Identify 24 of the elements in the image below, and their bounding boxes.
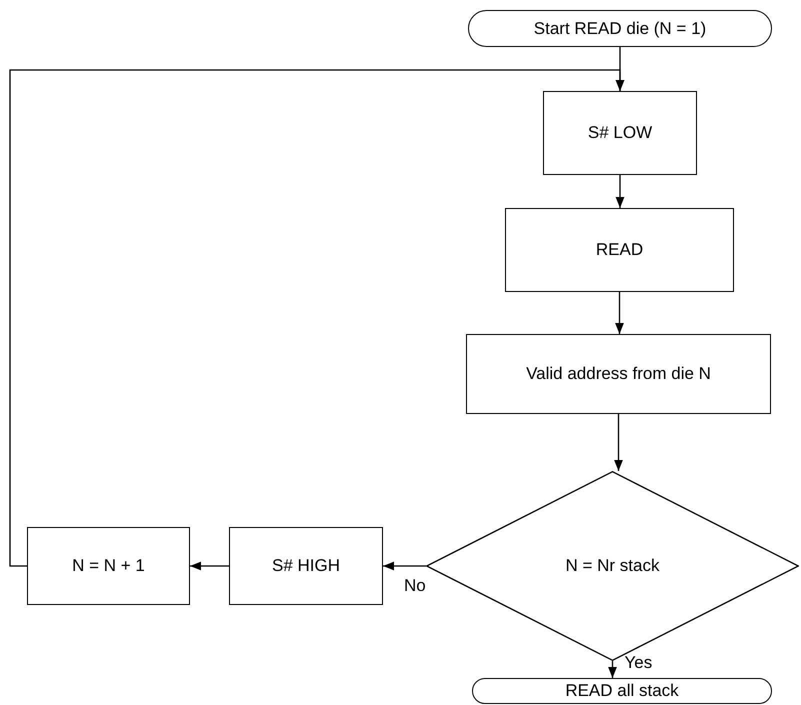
node-text: S# HIGH (272, 556, 340, 576)
process-box (505, 208, 734, 292)
terminal-capsule (468, 10, 772, 47)
node-text: N = Nr stack (566, 556, 660, 576)
arrow (615, 292, 624, 334)
process-box (27, 527, 190, 605)
process-box (466, 334, 771, 414)
node-text: Valid address from die N (526, 364, 711, 384)
arrow (616, 175, 624, 208)
edge-label: Yes (624, 653, 652, 673)
node-text: S# LOW (588, 123, 652, 143)
process-box (543, 91, 697, 175)
arrow (383, 562, 426, 570)
node-text: READ (596, 240, 644, 260)
process-box (229, 527, 383, 605)
node-text: N = N + 1 (72, 556, 145, 576)
node-text: READ all stack (565, 681, 679, 701)
terminal-capsule (472, 678, 772, 704)
arrow (9, 69, 624, 567)
arrow (614, 414, 623, 471)
arrow (608, 661, 617, 678)
edge-label: No (404, 576, 426, 596)
node-text: Start READ die (N = 1) (534, 18, 706, 38)
arrow (190, 562, 229, 570)
